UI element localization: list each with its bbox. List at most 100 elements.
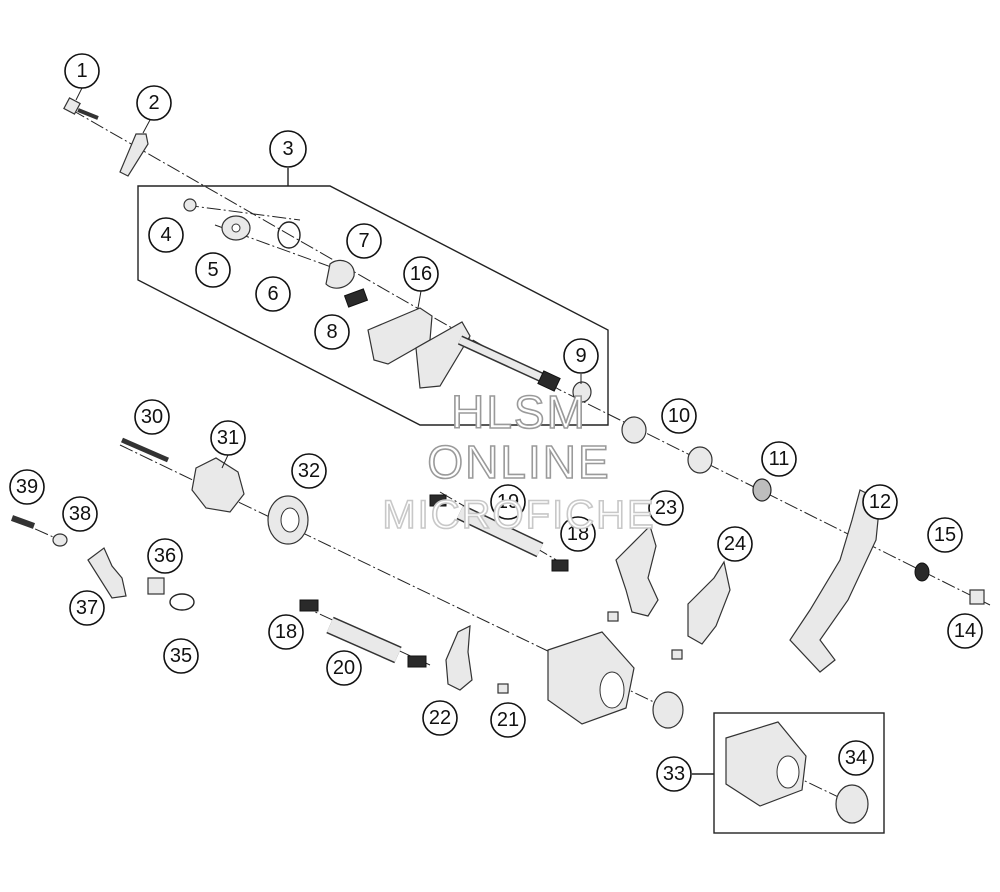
part-washer-38 [52,533,68,547]
svg-text:24: 24 [724,533,746,555]
part-bolt-30 [121,437,169,463]
svg-text:37: 37 [76,597,98,619]
callout-8[interactable]: 8 [314,314,350,350]
callout-18a[interactable]: 18 [560,516,596,552]
svg-text:6: 6 [267,283,278,305]
svg-text:3: 3 [282,138,293,160]
callout-15[interactable]: 15 [927,517,963,553]
callout-10[interactable]: 10 [661,398,697,434]
callout-35[interactable]: 35 [163,638,199,674]
callout-1[interactable]: 1 [64,53,100,89]
svg-text:12: 12 [869,491,891,513]
svg-text:32: 32 [298,460,320,482]
callout-34[interactable]: 34 [838,740,874,776]
callout-33[interactable]: 33 [656,756,692,792]
svg-text:19: 19 [497,491,519,513]
part-seal-11 [752,478,772,502]
svg-text:18: 18 [275,621,297,643]
callout-37[interactable]: 37 [69,590,105,626]
svg-text:31: 31 [217,427,239,449]
shift-drum-bore [599,671,625,709]
part-ratchet-7 [325,259,355,289]
watermark-line-3: MICROFICHE [382,493,655,537]
part-spring-18a [429,494,447,507]
svg-text:10: 10 [668,405,690,427]
part-bushing-10a [621,416,647,444]
callout-23[interactable]: 23 [648,490,684,526]
callout-3[interactable]: 3 [269,130,307,168]
svg-text:5: 5 [207,259,218,281]
leader-lines [75,87,582,469]
axis-upper [71,109,991,606]
part-lever-2 [119,133,149,177]
svg-text:4: 4 [160,224,171,246]
callout-20[interactable]: 20 [326,650,362,686]
callout-12[interactable]: 12 [862,484,898,520]
part-shift-fork-23 [615,524,659,617]
part-spring-6 [277,221,301,249]
part-washer-9 [572,381,592,403]
part-shift-fork-24 [687,560,731,645]
bearing-32-hole [280,507,300,533]
part-bushing-10b [687,446,713,474]
part-washer-15 [914,562,930,582]
svg-text:36: 36 [154,545,176,567]
rod-19-body [457,506,543,556]
part-pin-b [671,649,683,660]
callout-36[interactable]: 36 [147,538,183,574]
svg-text:30: 30 [141,406,163,428]
rod-20-body [326,618,402,662]
callout-30[interactable]: 30 [134,399,170,435]
part-spring-18d [407,655,427,668]
svg-text:33: 33 [663,763,685,785]
callout-2[interactable]: 2 [136,85,172,121]
part-pin-a [607,611,619,622]
svg-text:7: 7 [358,230,369,252]
group-box-33 [713,712,885,834]
part-shift-shaft-16 [367,307,561,392]
washer-5-hole [231,223,241,233]
callout-21[interactable]: 21 [490,702,526,738]
part-locking-lever-37 [87,547,127,599]
part-sleeve-36 [147,577,165,595]
part-bolt-39 [10,515,36,529]
callout-18b[interactable]: 18 [268,614,304,650]
svg-text:2: 2 [148,92,159,114]
callout-14[interactable]: 14 [947,613,983,649]
part-spring-35 [169,593,195,611]
callout-31[interactable]: 31 [210,420,246,456]
callout-6[interactable]: 6 [255,276,291,312]
part-bearing-drum [652,691,684,729]
svg-text:38: 38 [69,503,91,525]
svg-text:18: 18 [567,523,589,545]
axis-inner [184,204,301,221]
part-shift-lever-12 [789,489,881,673]
callout-4[interactable]: 4 [148,217,184,253]
callout-38[interactable]: 38 [62,496,98,532]
part-bearing-34 [835,784,869,824]
shift-drum-33-bore [776,755,800,789]
callout-39[interactable]: 39 [9,469,45,505]
svg-text:9: 9 [575,345,586,367]
callout-19[interactable]: 19 [490,484,526,520]
part-spring-18c [299,599,319,612]
callout-16[interactable]: 16 [403,256,439,292]
svg-text:16: 16 [410,263,432,285]
callout-7[interactable]: 7 [346,223,382,259]
part-bolt-1 [63,97,99,120]
callout-32[interactable]: 32 [291,453,327,489]
part-spring-18b [551,559,569,572]
svg-text:15: 15 [934,524,956,546]
svg-text:39: 39 [16,476,38,498]
callout-11[interactable]: 11 [761,441,797,477]
callout-5[interactable]: 5 [195,252,231,288]
callout-9[interactable]: 9 [563,338,599,374]
svg-text:22: 22 [429,707,451,729]
callout-22[interactable]: 22 [422,700,458,736]
callout-24[interactable]: 24 [717,526,753,562]
svg-text:35: 35 [170,645,192,667]
watermark-line-2: ONLINE [427,436,610,488]
part-spring-8 [343,288,369,308]
group-box-3 [137,185,609,426]
